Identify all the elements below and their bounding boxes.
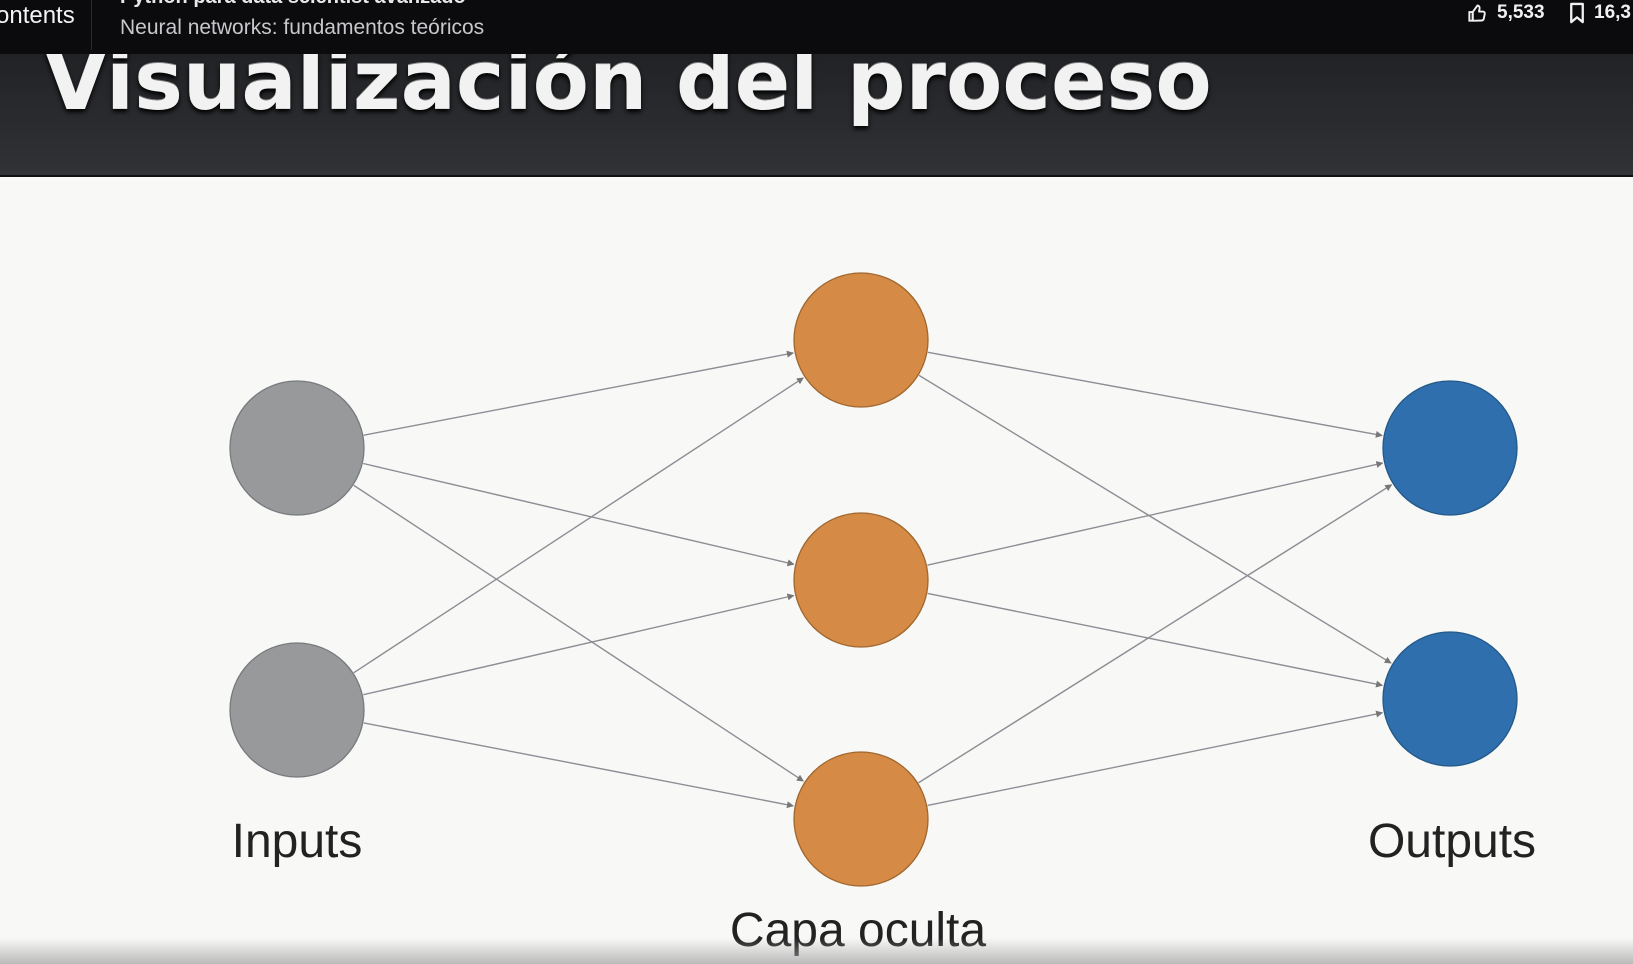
save-count: 16,3 — [1594, 2, 1631, 23]
neural-network-svg — [229, 272, 1518, 887]
connection-l1-2-to-l2-3 — [363, 722, 794, 809]
hidden-node-1 — [793, 272, 929, 408]
output-node-2 — [1382, 631, 1518, 767]
thumbs-up-icon — [1466, 2, 1489, 25]
connection-l2-3-to-l3-2 — [927, 710, 1384, 807]
course-topbar: ontents Python para data scientist avanz… — [0, 0, 1633, 54]
connection-l2-1-to-l3-1 — [927, 351, 1383, 438]
connection-l1-2-to-l2-2 — [363, 593, 795, 696]
layer-label-outputs: Outputs — [1367, 815, 1537, 868]
connections-layer — [353, 350, 1393, 809]
course-title: Python para data scientist avanzado — [120, 0, 466, 9]
connection-l2-2-to-l3-2 — [927, 592, 1384, 688]
connection-l2-3-to-l3-1 — [918, 484, 1393, 784]
connection-l1-1-to-l2-3 — [353, 484, 804, 782]
input-node-2 — [229, 642, 365, 778]
neural-network-diagram: Inputs Capa oculta Outputs — [0, 177, 1633, 964]
connection-l2-1-to-l3-2 — [918, 374, 1392, 664]
hidden-node-3 — [793, 751, 929, 887]
connection-l1-2-to-l2-1 — [353, 377, 804, 674]
layer-label-inputs: Inputs — [231, 815, 363, 868]
contents-tab[interactable]: ontents — [0, 0, 92, 50]
lesson-subtitle: Neural networks: fundamentos teóricos — [120, 16, 485, 39]
bottom-shadow — [0, 938, 1633, 964]
input-node-1 — [229, 380, 365, 516]
like-count: 5,533 — [1497, 2, 1545, 23]
output-node-1 — [1382, 380, 1518, 516]
like-button[interactable]: 5,533 — [1466, 0, 1545, 26]
connection-l2-2-to-l3-1 — [927, 461, 1384, 566]
connection-l1-1-to-l2-1 — [363, 350, 794, 436]
hidden-node-2 — [793, 512, 929, 648]
save-button[interactable]: 16,3 — [1568, 0, 1631, 26]
bookmark-icon — [1568, 2, 1586, 25]
nodes-layer — [229, 272, 1518, 887]
connection-l1-1-to-l2-2 — [363, 462, 795, 567]
